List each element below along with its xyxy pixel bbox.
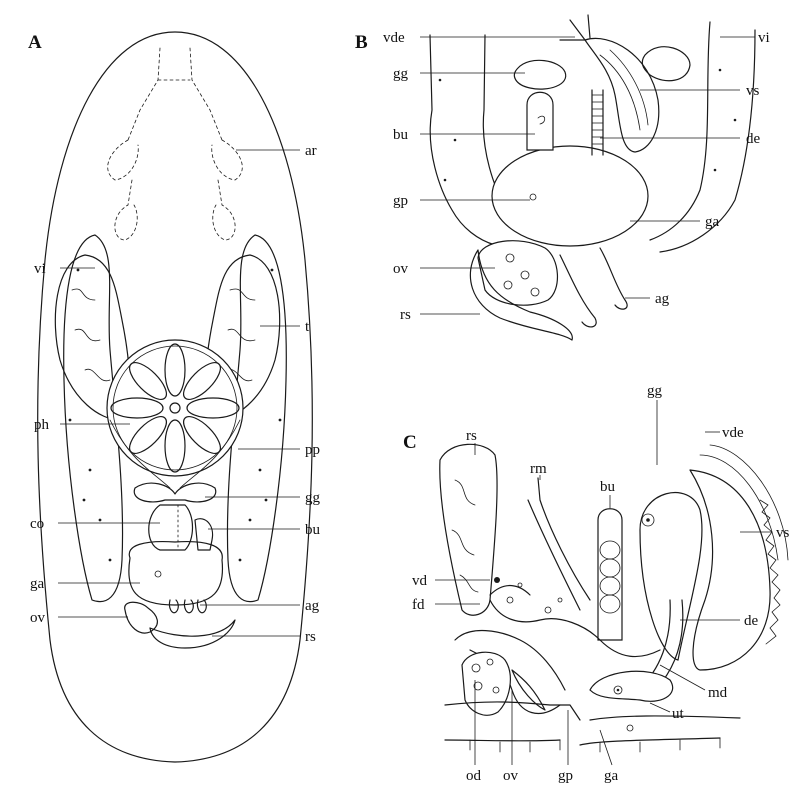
- label-b-vde: vde: [383, 30, 405, 46]
- ovary: [124, 601, 158, 634]
- label-c-ut: ut: [672, 706, 685, 722]
- panel-c: C: [403, 383, 790, 784]
- label-b-gg: gg: [393, 66, 409, 82]
- b-accessory-glands: [559, 247, 628, 328]
- label-c-rs: rs: [466, 428, 477, 444]
- body-outline: [37, 31, 313, 763]
- label-b-ga: ga: [705, 214, 720, 230]
- label-a-t: t: [305, 319, 310, 335]
- b-receptaculum-seminis: [469, 249, 573, 341]
- label-b-vs: vs: [746, 83, 760, 99]
- c-uterus: [589, 670, 674, 702]
- label-a-pp: pp: [305, 442, 320, 458]
- b-seminal-vesicle: [584, 37, 660, 153]
- c-genital-atrium: [489, 599, 661, 658]
- b-ovary: [477, 240, 559, 306]
- label-b-rs: rs: [400, 307, 411, 323]
- c-granular-gland: [639, 492, 703, 661]
- label-c-bu: bu: [600, 479, 616, 495]
- label-a-ga: ga: [30, 576, 45, 592]
- label-b-de: de: [746, 131, 761, 147]
- label-b-ag: ag: [655, 291, 670, 307]
- panel-a-letter: A: [28, 32, 42, 53]
- panel-a: A: [28, 31, 321, 763]
- label-c-gg: gg: [647, 383, 663, 399]
- b-vitellarium-right: [649, 21, 756, 253]
- c-seminal-vesicle: [689, 469, 771, 671]
- b-granular-gland: [513, 59, 567, 90]
- label-b-ov: ov: [393, 261, 409, 277]
- b-ejaculatory-duct: [591, 89, 604, 156]
- label-c-ov: ov: [503, 768, 519, 784]
- vitellarium-left: [63, 234, 124, 603]
- b-bursa: [526, 91, 554, 151]
- bursa: [194, 518, 214, 551]
- label-c-ga: ga: [604, 768, 619, 784]
- copulatory-organ: [148, 504, 194, 551]
- genital-atrium: [128, 540, 224, 606]
- label-c-de: de: [744, 613, 759, 629]
- label-c-vs: vs: [776, 525, 790, 541]
- label-c-od: od: [466, 768, 482, 784]
- b-genital-atrium: [491, 145, 649, 247]
- vitelline-dots: [68, 268, 282, 562]
- label-a-bu: bu: [305, 522, 321, 538]
- pharynx: [106, 339, 244, 477]
- label-c-md: md: [708, 685, 728, 701]
- panel-c-letter: C: [403, 432, 417, 453]
- label-b-vi: vi: [758, 30, 770, 46]
- b-vitellarium-left: [429, 34, 506, 246]
- label-a-ag: ag: [305, 598, 320, 614]
- receptaculum-seminis: [149, 619, 236, 649]
- leaders-a: [58, 149, 300, 637]
- label-c-gp: gp: [558, 768, 573, 784]
- anterior-region: [107, 47, 243, 241]
- panel-b: B: [355, 14, 770, 341]
- label-c-vde: vde: [722, 425, 744, 441]
- label-a-ar: ar: [305, 143, 317, 159]
- label-b-bu: bu: [393, 127, 409, 143]
- label-a-rs: rs: [305, 629, 316, 645]
- c-bursa: [597, 508, 623, 641]
- panel-b-letter: B: [355, 32, 368, 53]
- label-a-vi: vi: [34, 261, 46, 277]
- label-a-ph: ph: [34, 417, 50, 433]
- label-a-co: co: [30, 516, 44, 532]
- c-vas-deferens: [489, 585, 531, 596]
- label-c-fd: fd: [412, 597, 425, 613]
- label-a-ov: ov: [30, 610, 46, 626]
- granular-gland: [133, 482, 217, 503]
- c-retractor-muscle: [527, 477, 591, 611]
- leaders-b: [420, 36, 755, 315]
- leaders-c: [435, 400, 772, 766]
- label-c-rm: rm: [530, 461, 547, 477]
- vitellarium-right: [226, 234, 287, 603]
- c-receptaculum-seminis: [439, 443, 498, 616]
- label-c-vd: vd: [412, 573, 428, 589]
- accessory-glands: [168, 599, 207, 614]
- b-vas-deferens: [559, 14, 591, 41]
- c-ovary: [461, 651, 511, 716]
- label-a-gg: gg: [305, 490, 321, 506]
- label-b-gp: gp: [393, 193, 408, 209]
